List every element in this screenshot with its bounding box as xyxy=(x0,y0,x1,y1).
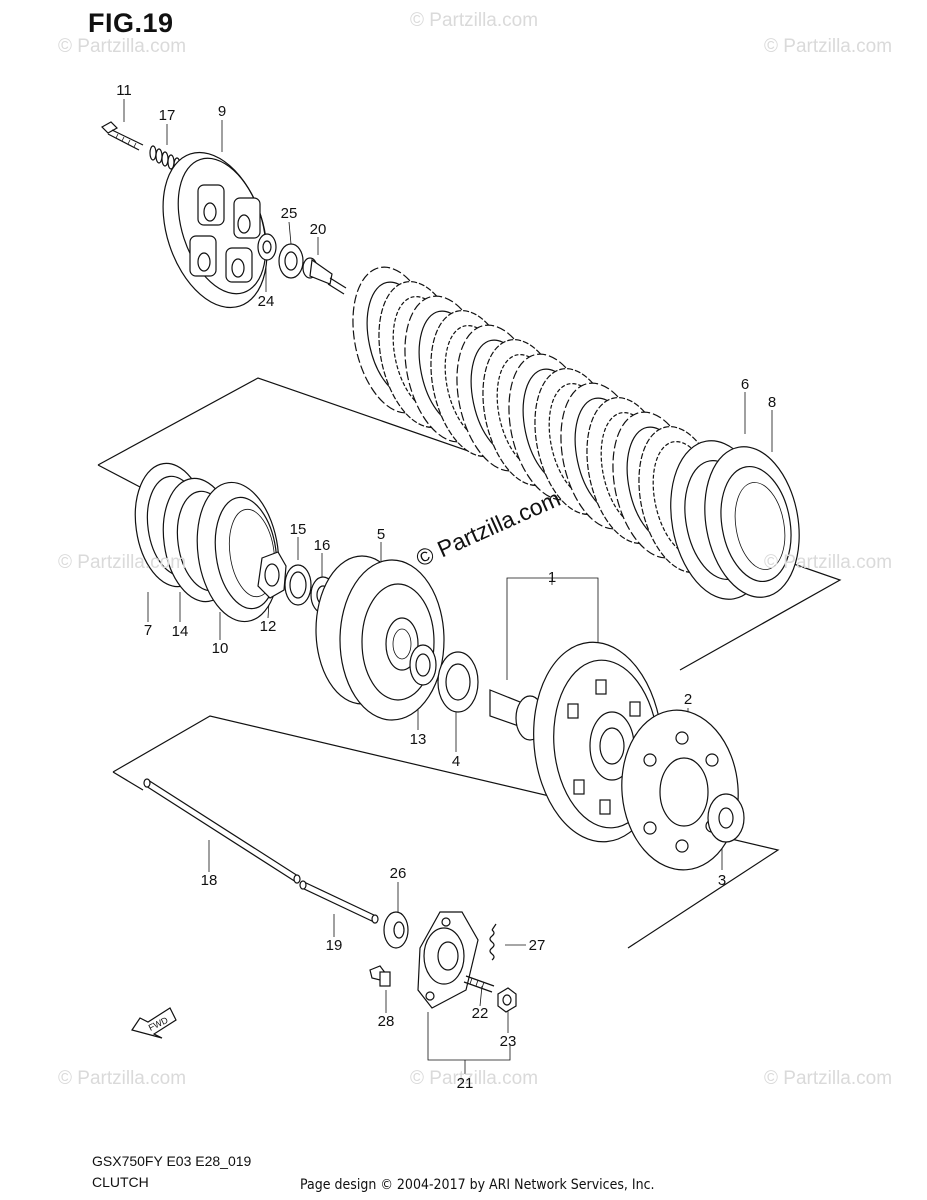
watermark: © Partzilla.com xyxy=(410,10,539,31)
callout-3[interactable]: 3 xyxy=(717,872,727,889)
callout-17[interactable]: 17 xyxy=(158,107,176,124)
part-6-8-end-plates xyxy=(670,440,800,600)
figure-title: FIG.19 xyxy=(88,8,174,38)
footer-assembly-name: CLUTCH xyxy=(92,1174,149,1190)
part-24-washer xyxy=(257,233,277,261)
callout-18[interactable]: 18 xyxy=(200,872,218,889)
callout-21[interactable]: 21 xyxy=(456,1075,474,1092)
callout-5[interactable]: 5 xyxy=(376,526,386,543)
watermark: © Partzilla.com xyxy=(764,1068,893,1089)
part-9-pressure-plate xyxy=(162,151,268,309)
callout-13[interactable]: 13 xyxy=(409,731,427,748)
watermark: © Partzilla.com xyxy=(58,552,187,573)
part-3-spacer xyxy=(707,793,745,843)
watermark: © Partzilla.com xyxy=(58,36,187,57)
callout-11[interactable]: 11 xyxy=(116,82,132,99)
callout-16[interactable]: 16 xyxy=(313,537,331,554)
footer-model-code: GSX750FY E03 E28_019 xyxy=(92,1153,252,1169)
part-22-adjust-screw xyxy=(463,975,495,993)
part-17-spring xyxy=(149,145,181,173)
watermark: © Partzilla.com xyxy=(764,36,893,57)
callout-6[interactable]: 6 xyxy=(740,376,750,393)
part-21-release-assembly xyxy=(417,911,479,1009)
part-23-nut xyxy=(497,987,517,1013)
part-27-spring xyxy=(489,923,497,961)
fwd-arrow-icon: FWD xyxy=(131,1007,177,1039)
callout-19[interactable]: 19 xyxy=(325,937,343,954)
callout-27[interactable]: 27 xyxy=(528,937,546,954)
callout-8[interactable]: 8 xyxy=(767,394,777,411)
callout-25[interactable]: 25 xyxy=(280,205,298,222)
part-19-push-rod xyxy=(299,880,379,924)
watermark: © Partzilla.com xyxy=(58,1068,187,1089)
callout-4[interactable]: 4 xyxy=(451,753,461,770)
part-20-push-piece xyxy=(302,257,347,295)
part-18-push-rod xyxy=(143,778,301,884)
part-5-sleeve-hub xyxy=(315,555,445,721)
watermark: © Partzilla.com xyxy=(410,1068,539,1089)
callout-1[interactable]: 1 xyxy=(547,569,557,586)
callout-20[interactable]: 20 xyxy=(309,221,327,238)
callout-2[interactable]: 2 xyxy=(683,691,693,708)
part-26-oil-seal xyxy=(383,911,409,949)
callout-14[interactable]: 14 xyxy=(171,623,189,640)
part-4-needle-bearing xyxy=(437,651,479,713)
part-28-bolt xyxy=(369,965,391,987)
footer-credit: Page design © 2004-2017 by ARI Network S… xyxy=(300,1177,655,1193)
callout-9[interactable]: 9 xyxy=(217,103,227,120)
clutch-plate-stack xyxy=(352,266,724,573)
part-13-washer xyxy=(409,644,437,686)
callout-7[interactable]: 7 xyxy=(143,622,153,639)
part-11-bolt xyxy=(101,121,144,151)
callout-24[interactable]: 24 xyxy=(257,293,275,310)
callout-15[interactable]: 15 xyxy=(289,521,307,538)
callout-28[interactable]: 28 xyxy=(377,1013,395,1030)
callout-23[interactable]: 23 xyxy=(499,1033,517,1050)
callout-26[interactable]: 26 xyxy=(389,865,407,882)
part-15-washer xyxy=(284,564,312,606)
leader-lines xyxy=(123,99,773,1074)
watermark: © Partzilla.com xyxy=(764,552,893,573)
part-12-nut xyxy=(257,551,287,599)
part-25-bearing xyxy=(278,243,304,279)
part-2-gear xyxy=(621,709,739,871)
callout-22[interactable]: 22 xyxy=(471,1005,489,1022)
callout-12[interactable]: 12 xyxy=(259,618,277,635)
callout-10[interactable]: 10 xyxy=(211,640,229,657)
